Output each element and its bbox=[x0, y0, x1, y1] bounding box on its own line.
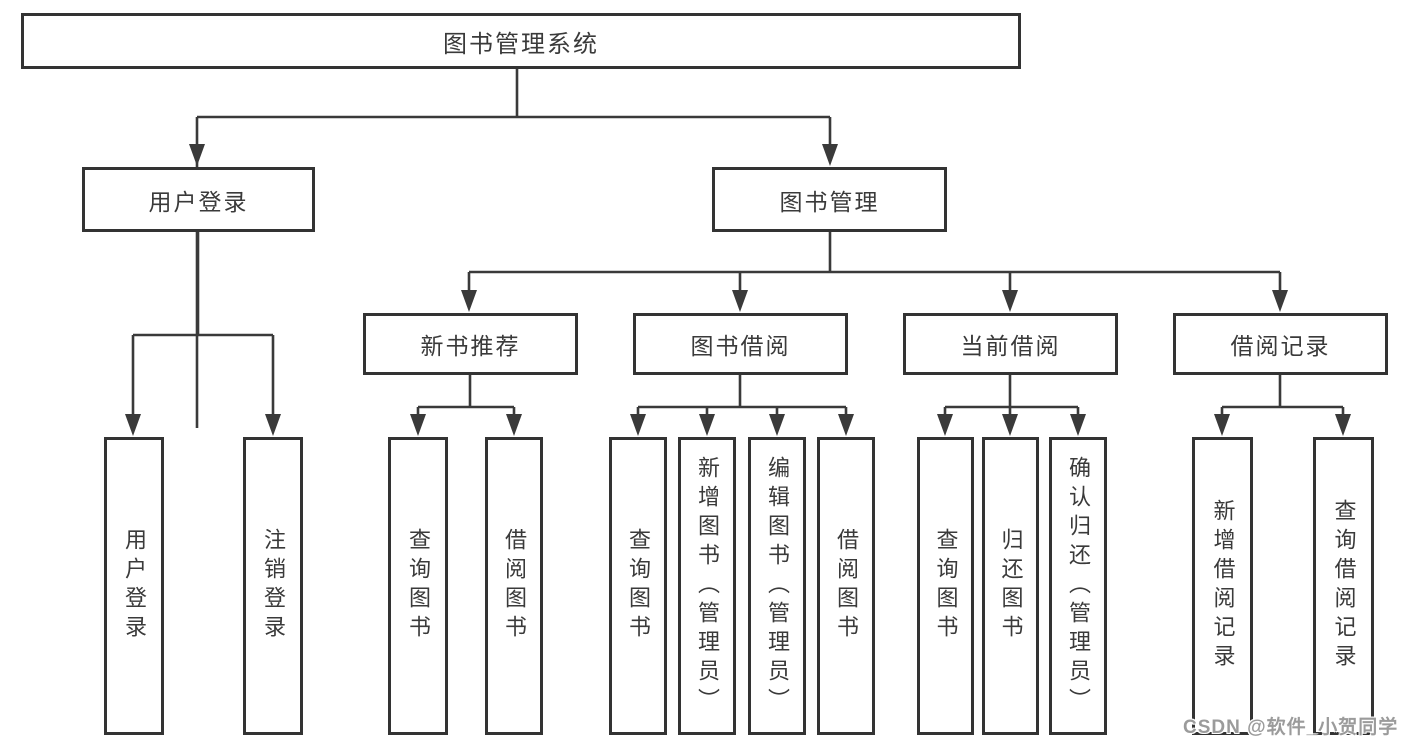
connector-lines bbox=[131, 69, 1345, 430]
leaf-logout: 注销登录 bbox=[243, 437, 303, 735]
leaf-query-books-current: 查询图书 bbox=[917, 437, 974, 735]
leaf-borrow-books-recommend-label: 借阅图书 bbox=[502, 528, 527, 644]
csdn-watermark: CSDN @软件_小贺同学 bbox=[1183, 717, 1399, 738]
leaf-user-login-label: 用户登录 bbox=[122, 528, 147, 644]
leaf-query-books-borrowing: 查询图书 bbox=[609, 437, 667, 735]
leaf-borrow-books-borrowing: 借阅图书 bbox=[817, 437, 875, 735]
node-book-management-branch: 图书管理 bbox=[712, 167, 947, 232]
node-library-system: 图书管理系统 bbox=[21, 13, 1021, 69]
leaf-edit-book-admin-label: 编辑图书（管理员） bbox=[765, 455, 790, 717]
leaf-confirm-return-admin: 确认归还（管理员） bbox=[1049, 437, 1107, 735]
leaf-user-login: 用户登录 bbox=[104, 437, 164, 735]
node-book-borrowing: 图书借阅 bbox=[633, 313, 848, 375]
leaf-add-borrow-record-label: 新增借阅记录 bbox=[1210, 499, 1236, 673]
leaf-add-borrow-record: 新增借阅记录 bbox=[1192, 437, 1253, 735]
node-current-borrowing-label: 当前借阅 bbox=[960, 333, 1061, 359]
leaf-query-books-recommend-label: 查询图书 bbox=[406, 528, 431, 644]
leaf-query-books-recommend: 查询图书 bbox=[388, 437, 448, 735]
node-library-system-label: 图书管理系统 bbox=[443, 30, 599, 58]
leaf-query-books-borrowing-label: 查询图书 bbox=[626, 528, 651, 644]
leaf-borrow-books-borrowing-label: 借阅图书 bbox=[834, 528, 859, 644]
leaf-return-books: 归还图书 bbox=[982, 437, 1039, 735]
arrowhead-icons bbox=[125, 144, 1351, 436]
node-new-book-recommendation-label: 新书推荐 bbox=[420, 333, 521, 359]
leaf-query-borrow-record-label: 查询借阅记录 bbox=[1331, 499, 1357, 673]
leaf-add-book-admin-label: 新增图书（管理员） bbox=[695, 455, 720, 717]
node-borrowing-records: 借阅记录 bbox=[1173, 313, 1388, 375]
node-book-management-branch-label: 图书管理 bbox=[779, 188, 880, 215]
leaf-logout-label: 注销登录 bbox=[261, 528, 286, 644]
leaf-borrow-books-recommend: 借阅图书 bbox=[485, 437, 543, 735]
node-borrowing-records-label: 借阅记录 bbox=[1230, 333, 1331, 359]
leaf-query-borrow-record: 查询借阅记录 bbox=[1313, 437, 1374, 735]
leaf-add-book-admin: 新增图书（管理员） bbox=[678, 437, 736, 735]
node-user-login-branch-label: 用户登录 bbox=[148, 188, 249, 215]
leaf-return-books-label: 归还图书 bbox=[998, 528, 1024, 644]
node-book-borrowing-label: 图书借阅 bbox=[690, 333, 791, 359]
node-user-login-branch: 用户登录 bbox=[82, 167, 315, 232]
leaf-query-books-current-label: 查询图书 bbox=[933, 528, 959, 644]
node-current-borrowing: 当前借阅 bbox=[903, 313, 1118, 375]
leaf-confirm-return-admin-label: 确认归还（管理员） bbox=[1066, 455, 1091, 717]
leaf-edit-book-admin: 编辑图书（管理员） bbox=[748, 437, 806, 735]
node-new-book-recommendation: 新书推荐 bbox=[363, 313, 578, 375]
